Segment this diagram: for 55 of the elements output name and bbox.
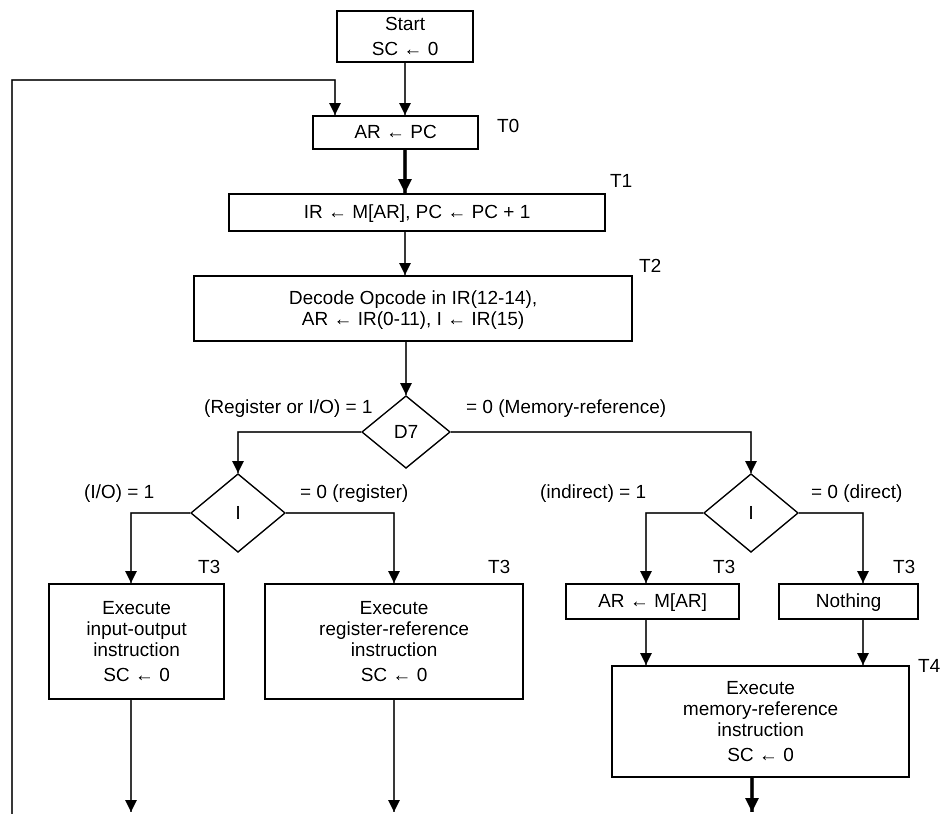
box-text: SC ← 0: [372, 38, 438, 60]
timing-label: T3: [713, 557, 736, 579]
arrow: [399, 232, 411, 275]
process-box: [611, 665, 910, 778]
box-text: SC ← 0: [360, 664, 428, 686]
timing-label: T3: [893, 557, 916, 579]
box-text: AR ← PC: [354, 122, 437, 143]
edge-label: (indirect) = 1: [540, 482, 646, 503]
arrow: [11, 79, 341, 814]
condition-label: I: [748, 502, 754, 524]
timing-label: T1: [610, 171, 632, 193]
process-box: [778, 583, 919, 620]
condition-label: I: [235, 502, 241, 524]
arrow: [125, 512, 190, 583]
timing-label: T3: [488, 557, 510, 579]
process-box: [193, 275, 633, 342]
box-text: IR ← M[AR], PC ← PC + 1: [304, 202, 530, 223]
box-text: Execute input-output instruction: [85, 598, 188, 660]
arrow: [451, 431, 757, 473]
arrow: [400, 342, 412, 395]
timing-label: T0: [497, 116, 520, 138]
box-text: Decode Opcode in IR(12-14), AR ← IR(0-11), I ← IR(15): [288, 288, 538, 330]
timing-label: T3: [198, 557, 220, 579]
arrow: [399, 63, 411, 115]
edge-label: (Register or I/O) = 1: [204, 397, 372, 418]
arrow: [398, 150, 412, 193]
edge-label: = 0 (register): [300, 482, 408, 503]
process-box: [48, 583, 225, 700]
arrow: [125, 700, 137, 812]
process-box: [264, 583, 524, 700]
box-text: Start: [384, 14, 426, 34]
arrow: [232, 431, 361, 473]
arrow: [745, 778, 759, 812]
box-text: Execute memory-reference instruction: [682, 678, 840, 740]
box-text: Nothing: [816, 591, 882, 612]
arrow: [640, 512, 703, 583]
process-box: [228, 193, 606, 232]
box-text: Execute register-reference instruction: [318, 598, 470, 660]
box-text: AR ← M[AR]: [598, 591, 707, 612]
arrow: [388, 700, 400, 812]
arrow: [286, 512, 400, 583]
edge-label: (I/O) = 1: [84, 482, 154, 503]
process-box: [565, 583, 740, 620]
arrow: [640, 620, 652, 665]
process-box: [312, 115, 479, 150]
process-box: [336, 10, 474, 63]
edge-label: = 0 (Memory-reference): [466, 397, 666, 418]
timing-label: T2: [639, 256, 662, 278]
box-text: SC ← 0: [727, 744, 794, 766]
arrow: [799, 512, 869, 583]
condition-label: D7: [394, 422, 418, 442]
timing-label: T4: [918, 656, 940, 678]
arrow: [857, 620, 869, 665]
box-text: SC ← 0: [103, 664, 170, 686]
edge-label: = 0 (direct): [811, 482, 902, 503]
